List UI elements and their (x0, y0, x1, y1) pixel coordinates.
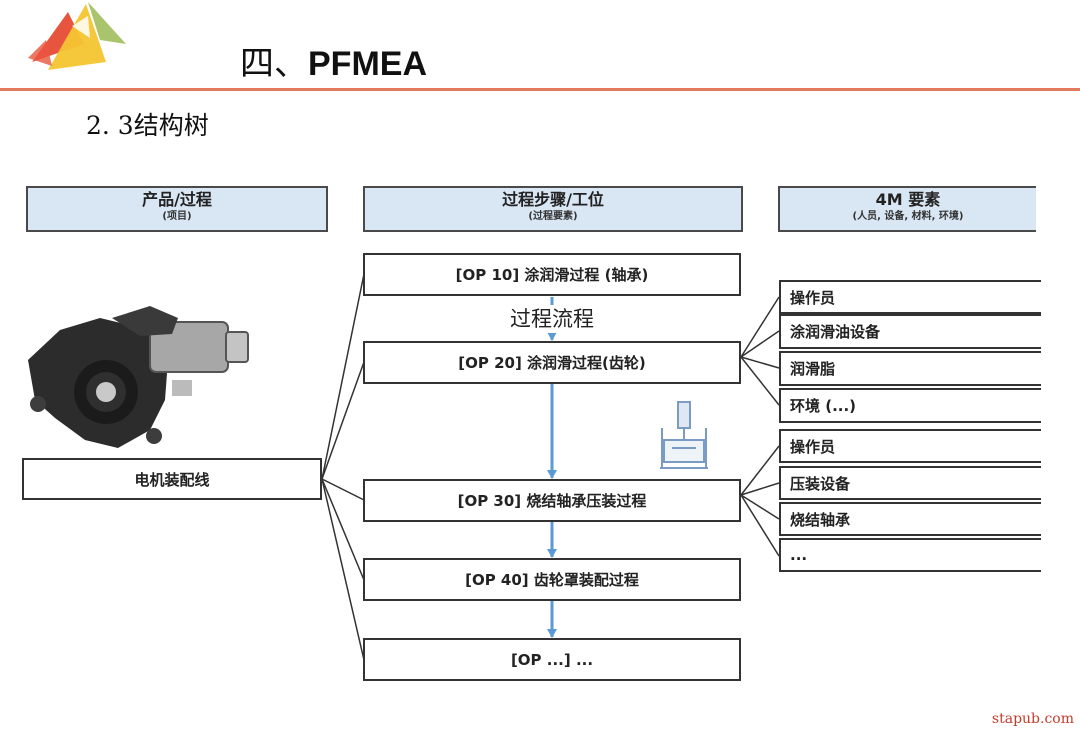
op30-fan-lines (740, 445, 780, 557)
column-header-process: 过程步骤/工位 (过程要素) (363, 186, 743, 232)
flow-label: 过程流程 (510, 305, 594, 333)
column-header-product-title: 产品/过程 (142, 190, 212, 209)
column-header-process-sub: (过程要素) (528, 211, 578, 222)
motor-illustration (28, 306, 249, 448)
process-step-more: [OP ...] ... (363, 638, 741, 681)
page-title: 四、PFMEA (240, 44, 427, 84)
process-step-op10: [OP 10] 涂润滑过程 (轴承) (363, 253, 741, 296)
title-prefix: 四、 (240, 44, 308, 84)
logo (28, 0, 128, 84)
op20-element-grease: 润滑脂 (779, 351, 1041, 386)
op20-element-operator: 操作员 (779, 280, 1041, 314)
press-machine-illustration (660, 401, 708, 469)
op30-element-press-equipment: 压装设备 (779, 466, 1041, 500)
column-header-product-sub: (项目) (162, 211, 192, 222)
op30-element-more: ... (779, 538, 1041, 572)
title-divider (0, 88, 1080, 91)
column-header-product: 产品/过程 (项目) (26, 186, 328, 232)
column-header-4m-sub: (人员, 设备, 材料, 环境) (852, 211, 964, 222)
column-header-4m: 4M 要素 (人员, 设备, 材料, 环境) (778, 186, 1036, 232)
process-step-op40: [OP 40] 齿轮罩装配过程 (363, 558, 741, 601)
op30-element-operator: 操作员 (779, 429, 1041, 463)
product-fan-lines (321, 273, 365, 661)
op20-element-environment: 环境 (...) (779, 388, 1041, 423)
process-step-op20: [OP 20] 涂润滑过程(齿轮) (363, 341, 741, 384)
op20-element-equipment: 涂润滑油设备 (779, 314, 1041, 349)
op20-fan-lines (740, 296, 780, 406)
section-subtitle: 2. 3结构树 (86, 111, 209, 140)
column-header-4m-title: 4M 要素 (875, 190, 941, 209)
column-header-process-title: 过程步骤/工位 (502, 190, 604, 209)
watermark: stapub.com (991, 711, 1074, 727)
title-main: PFMEA (308, 45, 427, 83)
op30-element-sintered-bearing: 烧结轴承 (779, 502, 1041, 536)
product-node: 电机装配线 (22, 458, 322, 500)
process-step-op30: [OP 30] 烧结轴承压装过程 (363, 479, 741, 522)
